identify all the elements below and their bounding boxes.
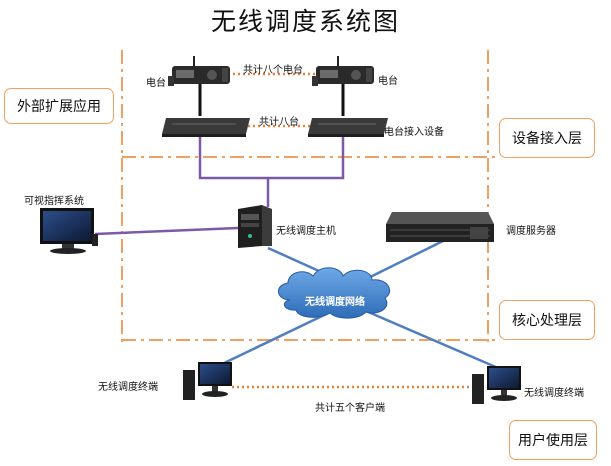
- layer-boundaries: [121, 50, 500, 345]
- layer-core-label: 核心处理层: [499, 300, 595, 340]
- dispatch-server-label: 调度服务器: [506, 226, 556, 237]
- link-access-right: [268, 136, 345, 180]
- access-device-right: [308, 118, 388, 137]
- terminal-left-device: [183, 362, 232, 400]
- diagram-title: 无线调度系统图: [210, 7, 400, 36]
- dispatch-host-tower: [238, 205, 272, 248]
- layer-user-label: 用户使用层: [509, 420, 597, 460]
- radio-left-device: [168, 56, 230, 86]
- link-cloud-terminal-right: [351, 303, 499, 370]
- radio-left-label: 电台: [146, 78, 166, 89]
- network-label: 无线调度网络: [305, 297, 365, 308]
- visual-command-label: 可视指挥系统: [24, 196, 84, 207]
- terminal-left-label: 无线调度终端: [98, 382, 158, 393]
- layer-access-label: 设备接入层: [499, 118, 595, 158]
- dotted-connectors: [228, 72, 470, 389]
- layer-external-label: 外部扩展应用: [4, 88, 114, 124]
- terminal-right-device: [472, 366, 521, 404]
- link-access-left: [198, 136, 268, 180]
- radio-right-label: 电台: [378, 76, 398, 87]
- access-count-label: 共计八台: [259, 117, 299, 128]
- purple-links: [94, 136, 345, 236]
- access-device-left: [162, 118, 250, 137]
- radio-count-label: 共计八个电台: [243, 65, 303, 76]
- client-count-label: 共计五个客户端: [315, 403, 385, 414]
- link-visual-host: [94, 226, 239, 236]
- visual-command-monitor: [40, 208, 98, 254]
- dispatch-server-rack: [386, 212, 494, 242]
- radio-right-device: [312, 56, 374, 86]
- network-cloud: [278, 267, 390, 319]
- radio-links: [198, 84, 345, 116]
- terminal-right-label: 无线调度终端: [524, 388, 584, 399]
- dispatch-host-label: 无线调度主机: [276, 226, 336, 237]
- access-device-label: 电台接入设备: [384, 127, 444, 138]
